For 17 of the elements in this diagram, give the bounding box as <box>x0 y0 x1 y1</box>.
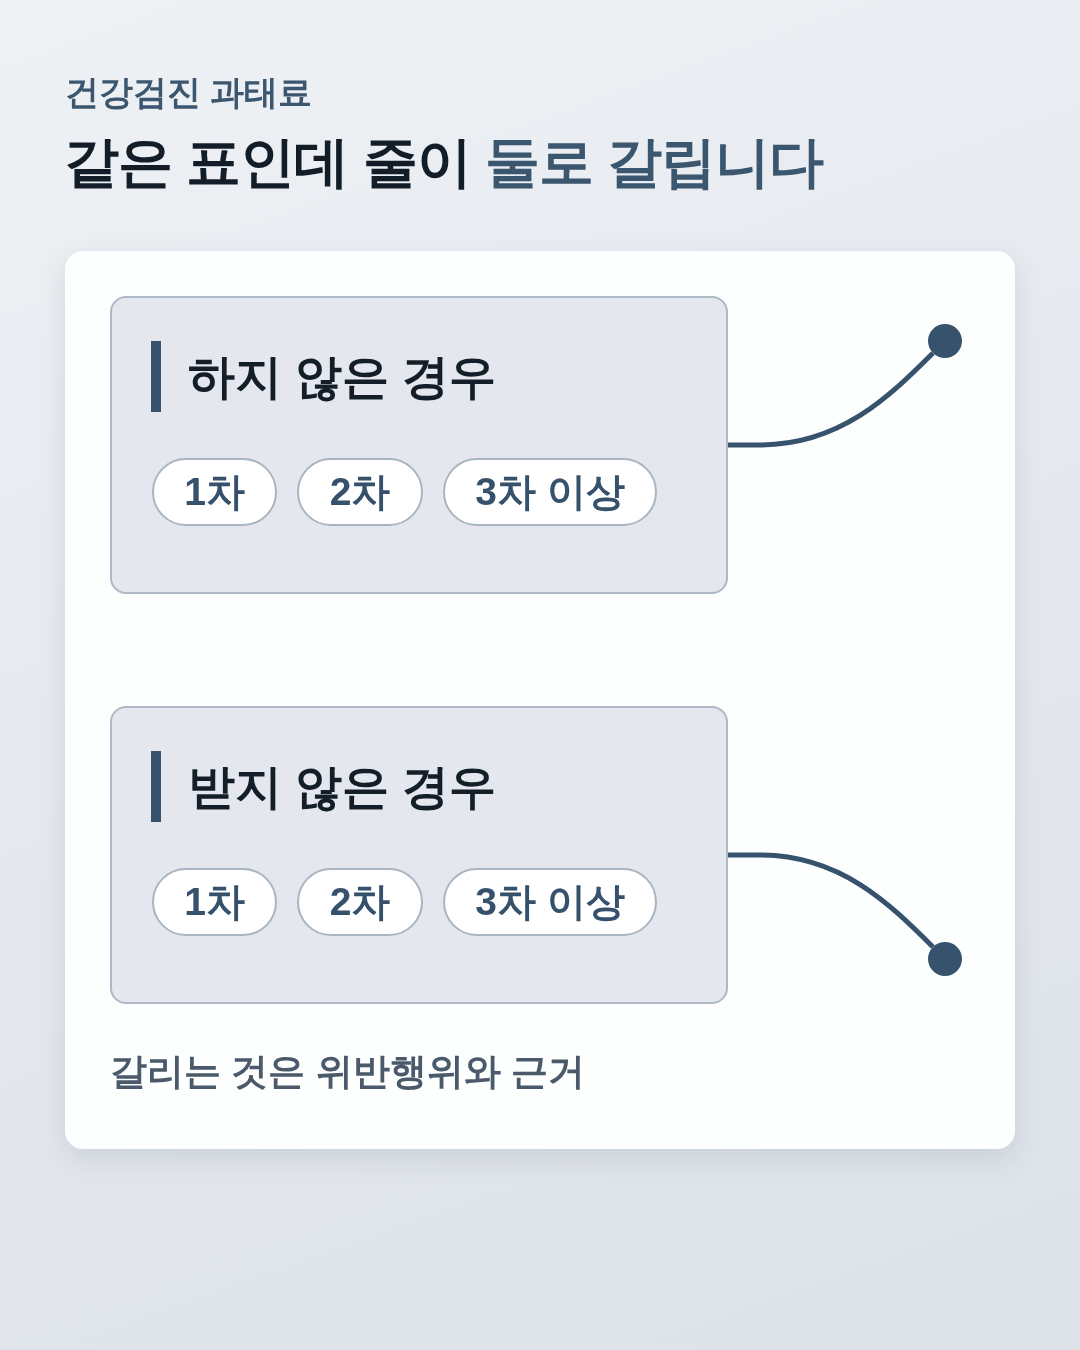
tag-pill: 3차 이상 <box>443 868 657 936</box>
end-dot <box>928 324 962 358</box>
tag-pill: 3차 이상 <box>443 458 657 526</box>
category-label: 건강검진 과태료 <box>65 72 313 113</box>
title: 같은 표인데 줄이 둘로 갈립니다 <box>64 130 824 195</box>
group-box <box>110 706 728 1004</box>
connector-line <box>728 852 935 949</box>
box-heading: 하지 않은 경우 <box>188 349 497 405</box>
tag-pill: 1차 <box>152 458 277 526</box>
group-box <box>110 296 728 594</box>
end-dot <box>928 942 962 976</box>
tag-pill: 2차 <box>297 458 423 526</box>
connector-line <box>728 351 935 448</box>
box-heading: 받지 않은 경우 <box>188 759 497 815</box>
tag-pill: 2차 <box>297 868 423 936</box>
tag-pill: 1차 <box>152 868 277 936</box>
caption-text: 갈리는 것은 위반행위와 근거 <box>110 1050 585 1094</box>
